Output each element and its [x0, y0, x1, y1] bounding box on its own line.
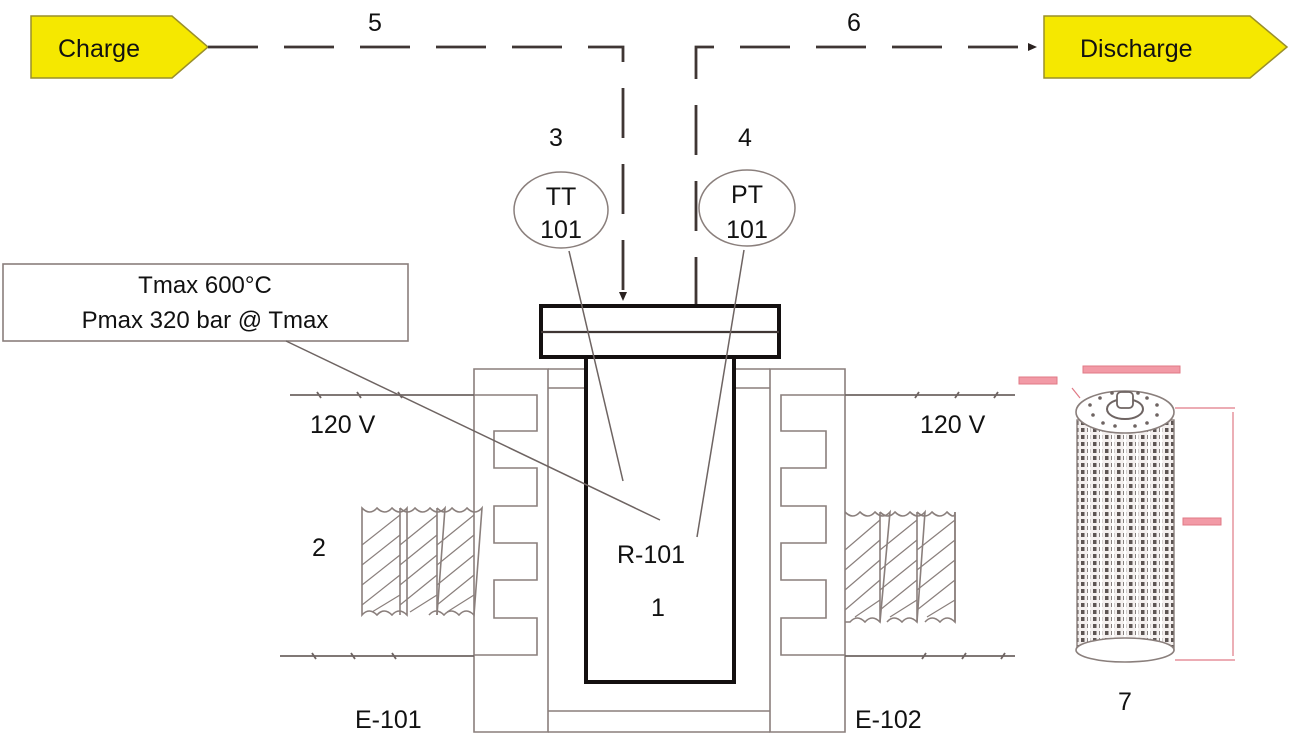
stream-number-6: 6 — [847, 9, 861, 37]
insulation-left — [361, 505, 483, 618]
power-wire-right-top — [845, 391, 1015, 399]
temperature-transmitter-tt101[interactable]: TT 101 — [513, 171, 609, 249]
pmax-text: Pmax 320 bar @ Tmax — [82, 307, 329, 334]
tt-tag-letters: TT — [546, 183, 577, 211]
reactor-r101[interactable] — [539, 304, 781, 684]
power-wire-left-bottom — [280, 652, 474, 660]
discharge-label: Discharge — [1080, 35, 1193, 63]
discharge-stream-tag[interactable]: Discharge — [1043, 15, 1289, 79]
pt-tag-number: 101 — [726, 216, 768, 244]
callout-1: 1 — [651, 594, 665, 622]
design-limits-note: Tmax 600°C Pmax 320 bar @ Tmax — [2, 263, 409, 342]
reactor-tag: R-101 — [617, 541, 685, 569]
leader-lines — [285, 249, 745, 538]
heater-e101[interactable] — [473, 368, 549, 733]
callout-7: 7 — [1118, 688, 1132, 716]
power-wire-left-top — [290, 391, 474, 399]
stream-number-5: 5 — [368, 9, 382, 37]
pressure-transmitter-pt101[interactable]: PT 101 — [698, 169, 796, 247]
power-wire-right-bottom — [845, 652, 1015, 660]
charge-line — [208, 45, 627, 301]
callout-3: 3 — [549, 124, 563, 152]
tt-tag-number: 101 — [540, 216, 582, 244]
callout-4: 4 — [738, 124, 752, 152]
charge-stream-tag[interactable]: Charge — [30, 15, 210, 79]
heater-e102-tag: E-102 — [855, 706, 922, 734]
pt-tag-letters: PT — [731, 181, 763, 209]
tmax-text: Tmax 600°C — [138, 272, 272, 299]
callout-2: 2 — [312, 534, 326, 562]
insulation-right — [844, 509, 956, 624]
charge-label: Charge — [58, 35, 140, 63]
filter-element[interactable] — [1018, 365, 1235, 663]
discharge-line — [694, 43, 1037, 307]
voltage-label-right: 120 V — [920, 411, 986, 439]
reactor-support-base — [548, 368, 770, 733]
voltage-label-left: 120 V — [310, 411, 376, 439]
heater-e101-tag: E-101 — [355, 706, 422, 734]
heater-e102[interactable] — [769, 368, 846, 733]
